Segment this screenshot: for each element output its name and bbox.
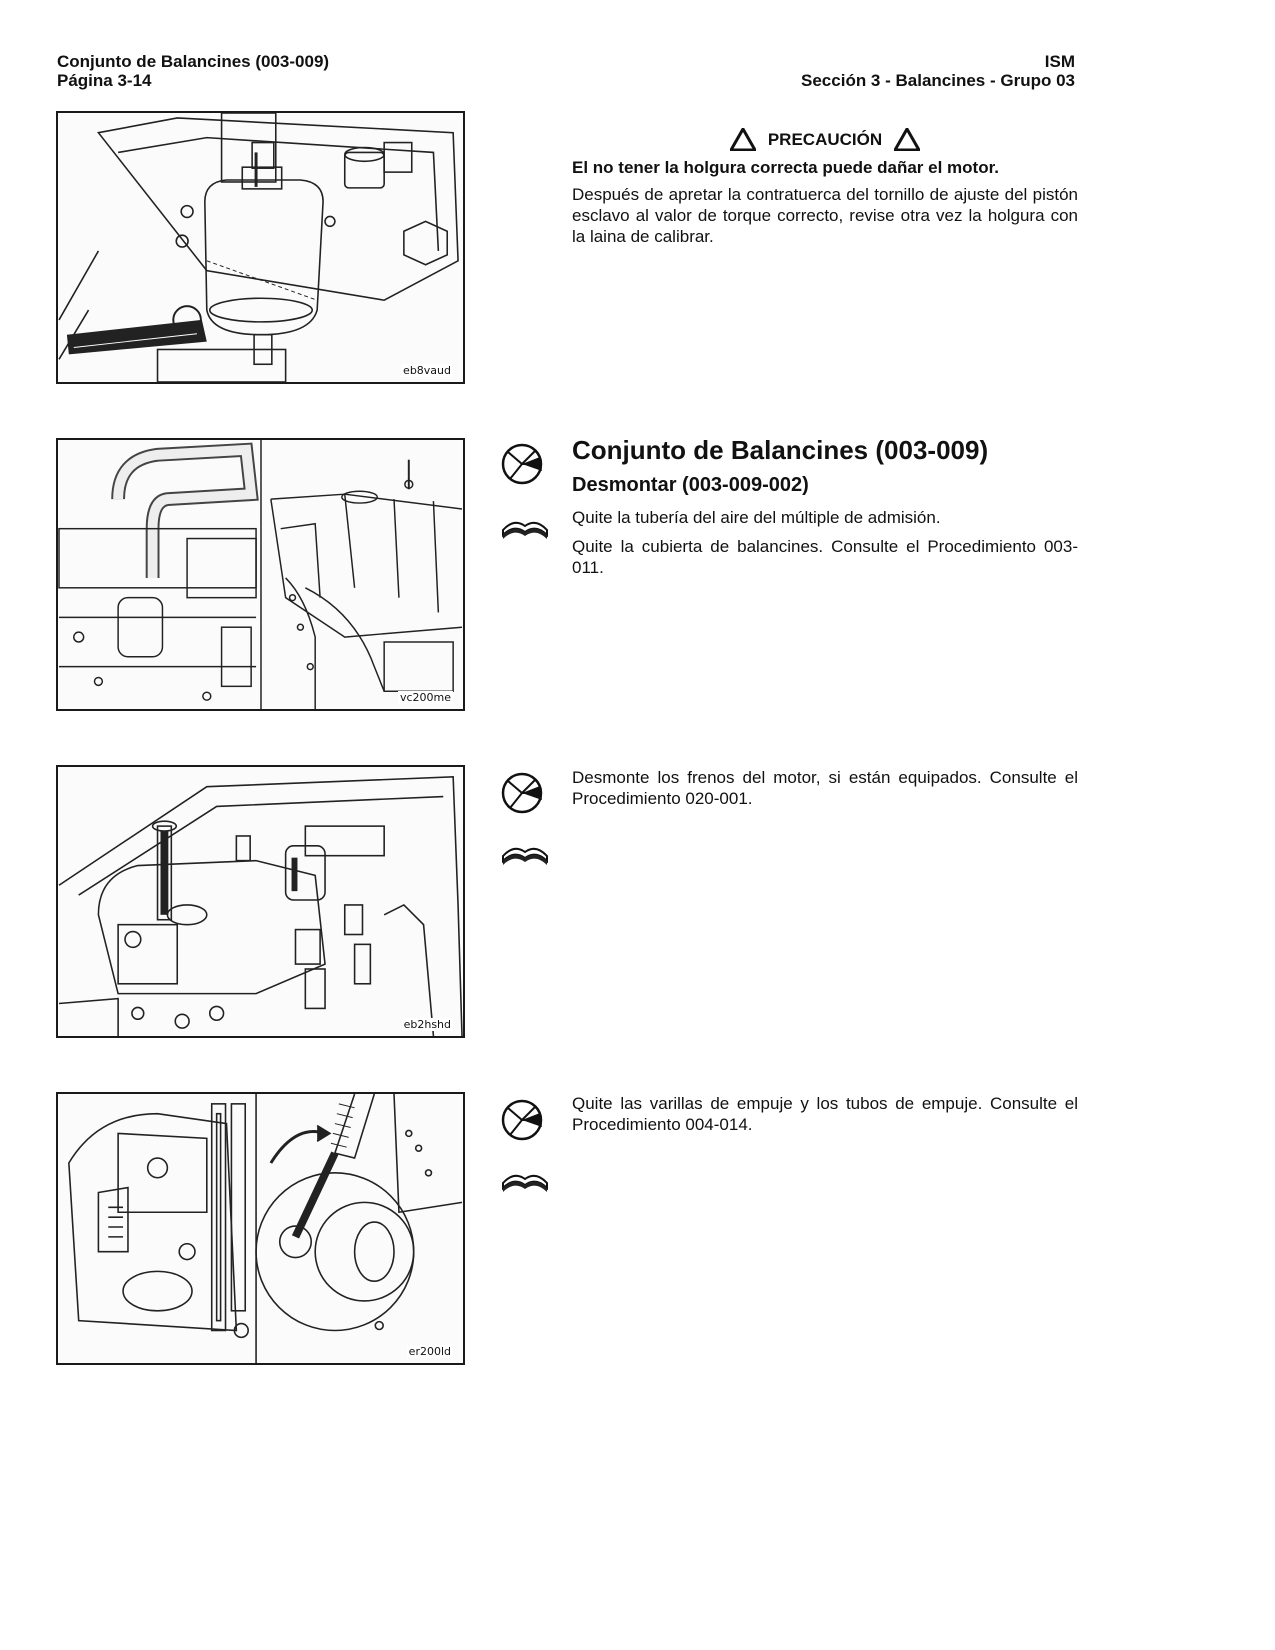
book-reference-icon <box>502 847 548 865</box>
step-text: Quite la cubierta de balancines. Consult… <box>572 537 1078 577</box>
caution-text: Después de apretar la contratuerca del t… <box>572 185 1078 246</box>
time-clock-icon <box>501 1099 543 1141</box>
time-clock-icon <box>501 443 543 485</box>
figure-push-rods: er200ld <box>56 1092 465 1365</box>
time-clock-icon <box>501 772 543 814</box>
figure-drawing <box>68 1094 463 1363</box>
step-block: Quite las varillas de empuje y los tubos… <box>572 1093 1078 1143</box>
step-text: Quite la tubería del aire del múltiple d… <box>572 508 941 527</box>
caution-label: PRECAUCIÓN <box>767 130 883 149</box>
warning-triangle-icon <box>894 128 921 151</box>
figure-engine-brakes: eb2hshd <box>56 765 465 1038</box>
figure-code: eb2hshd <box>401 1018 453 1031</box>
figure-drawing <box>58 113 459 382</box>
section-reference: Conjunto de Balancines (003-009) <box>57 52 330 71</box>
engine-model: ISM <box>1044 52 1075 71</box>
book-reference-icon <box>502 1174 548 1192</box>
step-text: Desmonte los frenos del motor, si están … <box>572 768 1078 808</box>
book-reference-icon <box>502 521 548 539</box>
step-text: Quite las varillas de empuje y los tubos… <box>572 1094 1078 1134</box>
figure-intake-pipe: vc200me <box>56 438 465 711</box>
figure-code: eb8vaud <box>401 364 453 377</box>
step-block: Desmonte los frenos del motor, si están … <box>572 767 1078 817</box>
procedure-subheading: Desmontar (003-009-002) <box>572 474 809 496</box>
section-heading: Conjunto de Balancines (003-009) <box>572 435 989 465</box>
figure-code: vc200me <box>397 691 453 704</box>
caution-block: PRECAUCIÓN El no tener la holgura correc… <box>572 128 1078 255</box>
page-number: Página 3-14 <box>57 71 152 90</box>
figure-drawing <box>58 440 463 709</box>
section-title: Sección 3 - Balancines - Grupo 03 <box>801 71 1075 90</box>
procedure-section: Conjunto de Balancines (003-009) Desmont… <box>572 435 1078 586</box>
page-header-right: ISM Sección 3 - Balancines - Grupo 03 <box>801 52 1075 90</box>
caution-statement: El no tener la holgura correcta puede da… <box>572 158 999 177</box>
figure-drawing <box>58 776 463 1036</box>
figure-adjusting-screw: eb8vaud <box>56 111 465 384</box>
page-header-left: Conjunto de Balancines (003-009) Página … <box>57 52 329 90</box>
figure-code: er200ld <box>406 1345 453 1358</box>
warning-triangle-icon <box>729 128 756 151</box>
caution-heading: PRECAUCIÓN <box>572 128 1078 151</box>
